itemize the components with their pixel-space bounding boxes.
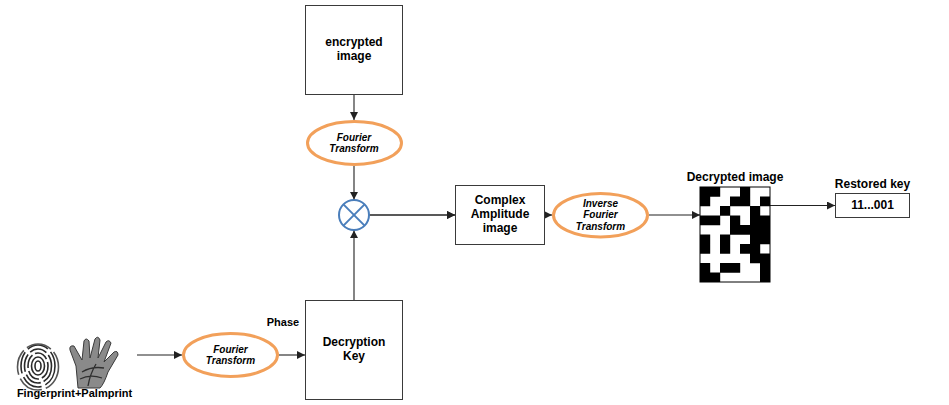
- connector-arrow: [649, 214, 700, 215]
- text-area: [12, 340, 137, 386]
- binary-grid: [700, 187, 770, 282]
- node-label: Inverse Fourier Transform: [567, 198, 634, 233]
- ellipse-shape: [554, 193, 648, 237]
- edge-label: Phase: [266, 316, 300, 328]
- palmprint-picture: [70, 337, 118, 388]
- connector-arrow: [354, 166, 455, 215]
- connector-arrow: [770, 205, 835, 206]
- node-label: Fourier Transform: [320, 132, 389, 155]
- node-label: Decryption Key: [316, 336, 392, 364]
- amplitude-box: Complex Amplitude image: [455, 185, 545, 245]
- ellipse-shape: [184, 334, 278, 377]
- ellipse-shape: [307, 122, 401, 165]
- connector-arrow: [353, 95, 354, 120]
- source-box: encrypted image: [305, 5, 403, 95]
- text-area: Complex Amplitude image: [456, 186, 544, 244]
- text-area: 11...001: [836, 194, 909, 217]
- node-label: encrypted image: [316, 36, 392, 64]
- text-area: Fourier Transform: [182, 332, 279, 378]
- text-area: Inverse Fourier Transform: [552, 192, 649, 239]
- text-area: Decryption Key: [306, 301, 402, 399]
- decrypted-image: Decrypted image: [700, 187, 770, 282]
- connector-arrow: [354, 215, 455, 300]
- node-label: Restored key: [835, 177, 910, 191]
- biometric-input: Fingerprint+Palmprint: [12, 340, 137, 386]
- node-label: Fourier Transform: [196, 344, 265, 367]
- text-area: encrypted image: [306, 6, 402, 94]
- node-label: Fingerprint+Palmprint: [17, 387, 132, 399]
- key-box: 11...001Restored key: [835, 193, 910, 218]
- connector-arrow: [279, 354, 305, 355]
- fingerprint-picture: [18, 344, 59, 390]
- multiply-symbol: [339, 192, 369, 238]
- transform-ellipse: Fourier Transform: [306, 120, 403, 166]
- node-label: Decrypted image: [687, 170, 784, 184]
- transform-ellipse: Fourier Transform: [182, 332, 279, 378]
- transform-ellipse: Inverse Fourier Transform: [552, 192, 649, 239]
- connector-arrow: [137, 354, 182, 355]
- connector-arrow: [545, 214, 552, 215]
- text-area: [700, 187, 770, 282]
- node-label: Complex Amplitude image: [462, 194, 538, 235]
- node-value: 11...001: [851, 199, 894, 213]
- text-area: Fourier Transform: [306, 120, 403, 166]
- key-box: Decryption Key: [305, 300, 403, 400]
